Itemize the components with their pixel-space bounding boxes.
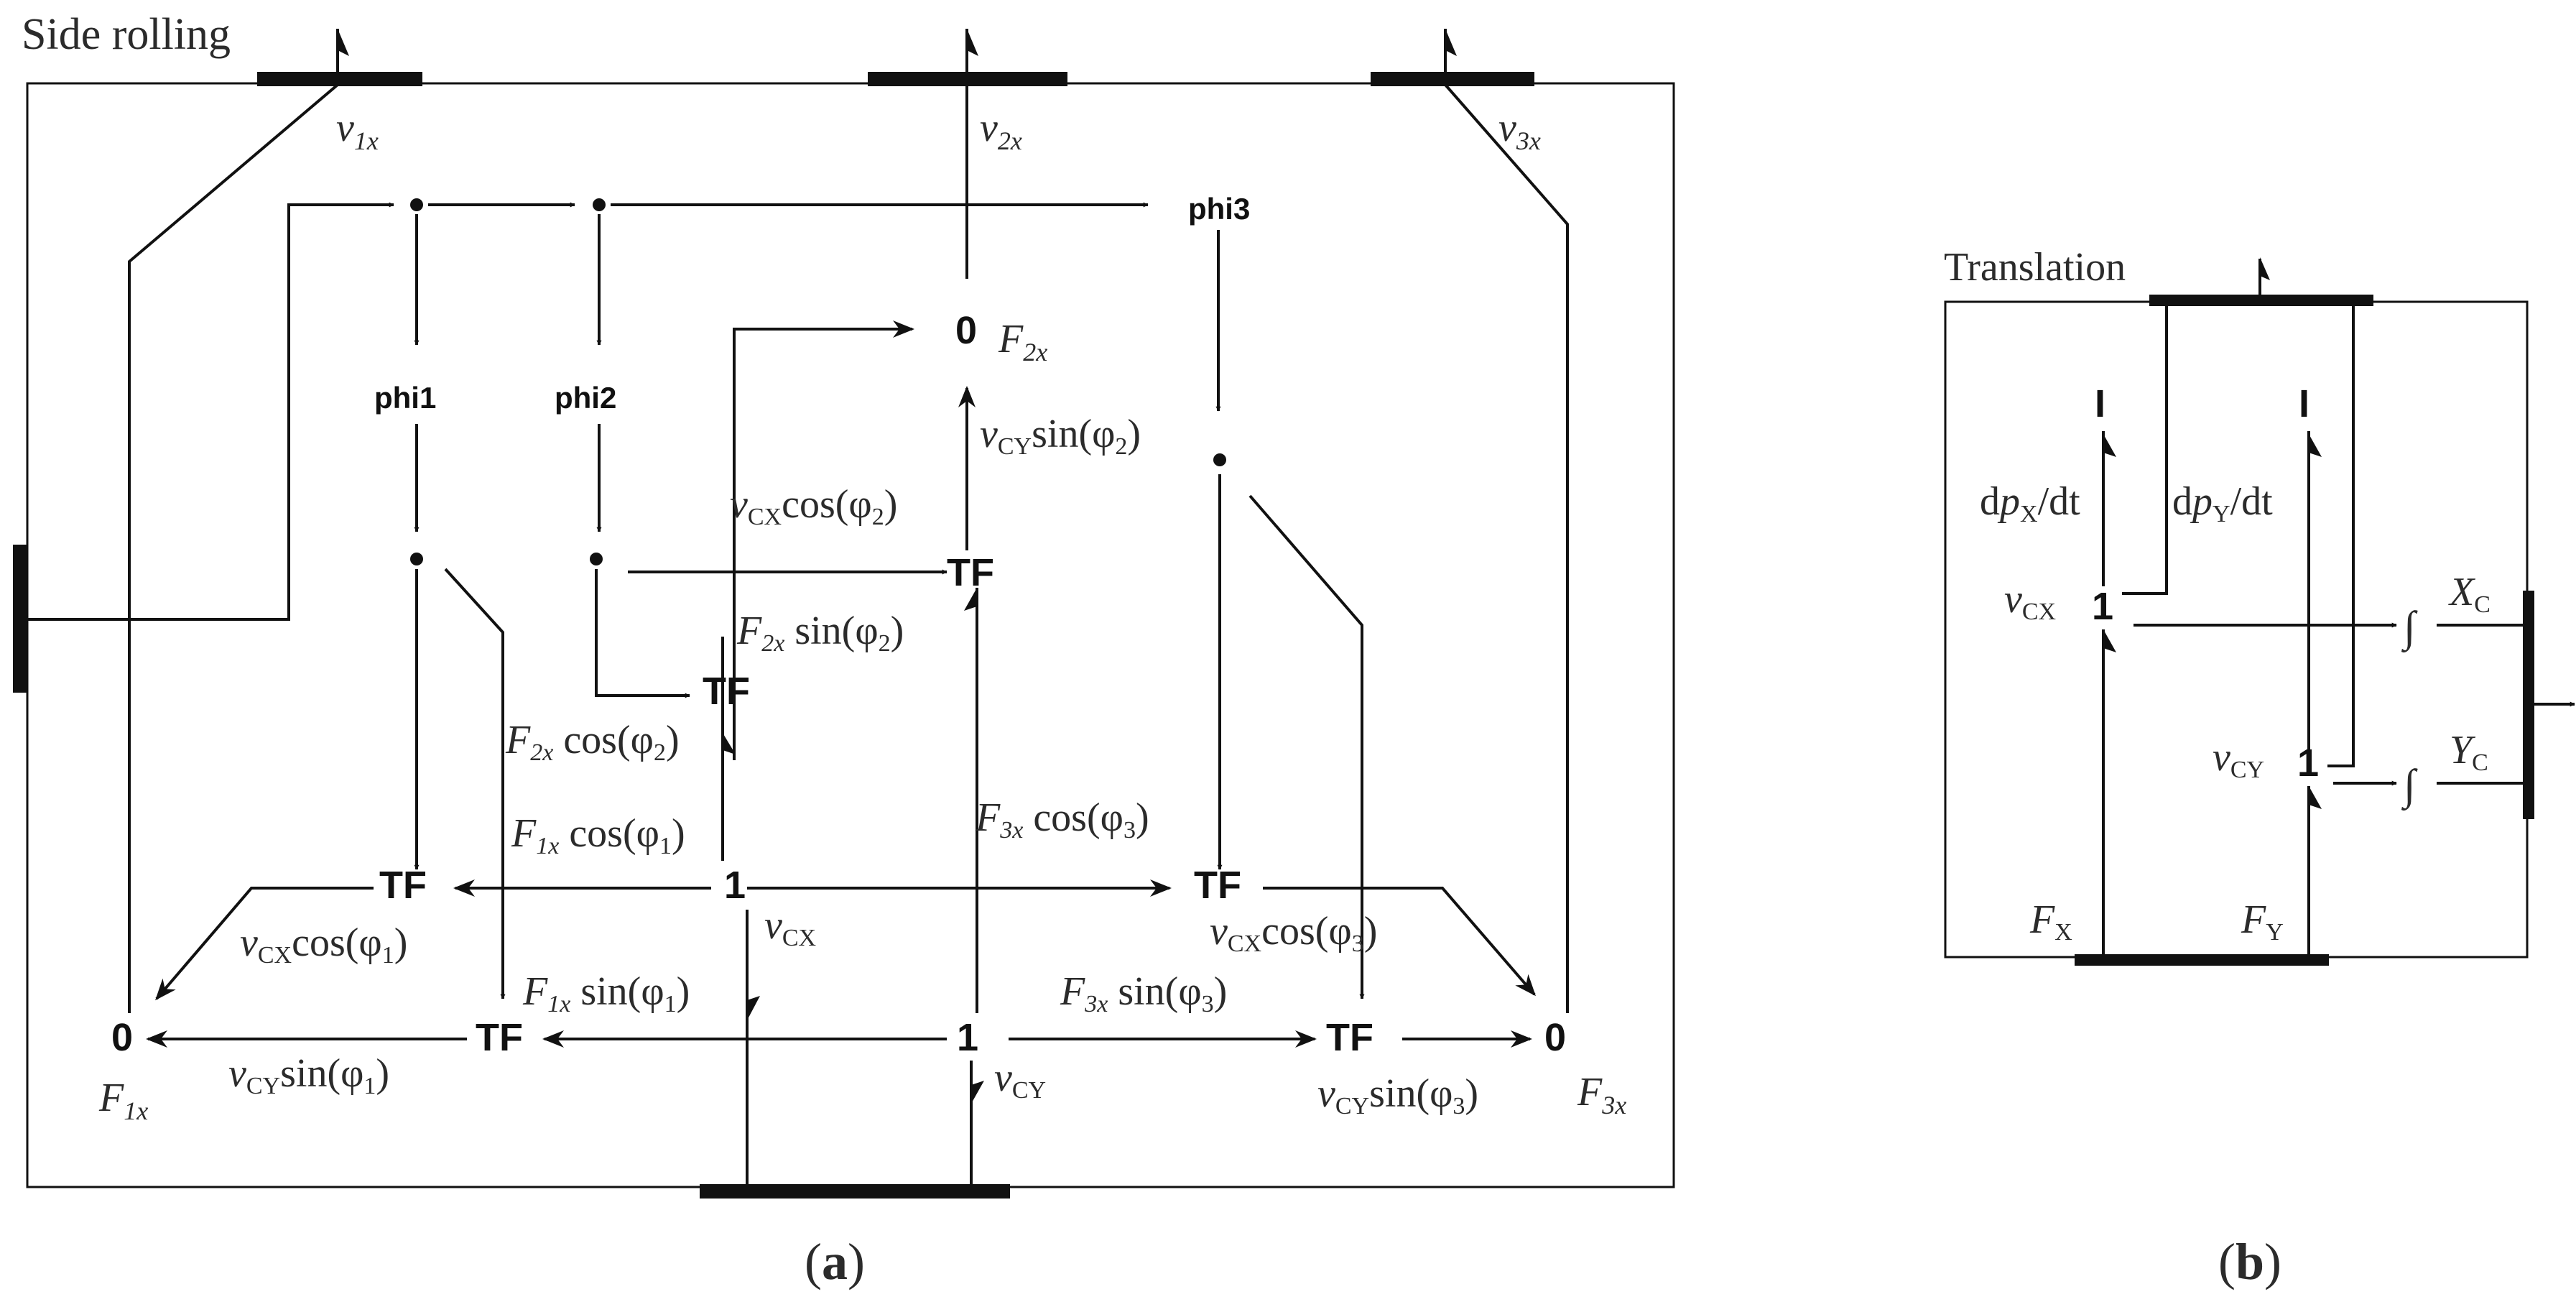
caption-a: (a) xyxy=(805,1233,865,1290)
port-v1x-bar xyxy=(257,72,422,86)
tf-left: TF xyxy=(379,864,427,907)
label-f3x-cos-phi3: F3x cos(φ3) xyxy=(975,795,1149,844)
phi1-block: phi1 xyxy=(374,381,436,415)
port-right-bar-b xyxy=(2523,591,2534,819)
one-junction-vcy: 1 xyxy=(957,1016,978,1059)
svg-text:v2x: v2x xyxy=(980,106,1022,155)
svg-text:v3x: v3x xyxy=(1498,106,1541,155)
zero-junction-f2x: 0 xyxy=(955,309,977,352)
label-yc: YC xyxy=(2450,728,2488,776)
label-dpy-dt: dpY/dt xyxy=(2172,479,2273,527)
inertia-x: I xyxy=(2095,382,2105,425)
integrator-y: ∫ xyxy=(2401,761,2418,811)
tf-right: TF xyxy=(1194,864,1241,907)
port-top-bar-b xyxy=(2149,295,2373,306)
bond-tf-left-to-zero1 xyxy=(155,887,374,1001)
label-vcx-one: vCX xyxy=(764,903,816,951)
caption-b: (b) xyxy=(2218,1233,2281,1290)
panel-b-title: Translation xyxy=(1944,245,2126,290)
label-fx: FX xyxy=(2029,897,2072,946)
label-f2x-sin-phi2: F2x sin(φ2) xyxy=(736,609,904,657)
label-xc: XC xyxy=(2448,570,2491,618)
label-vcx-cos-phi1: vCXcos(φ1) xyxy=(240,920,407,969)
zero-junction-f3x: 0 xyxy=(1544,1016,1566,1059)
tf-bottom-right: TF xyxy=(1326,1016,1373,1059)
phi2-block: phi2 xyxy=(555,381,616,415)
label-v1x: v1x xyxy=(336,106,379,155)
label-f1x: F1x xyxy=(98,1076,148,1125)
label-v2x: v2x xyxy=(980,106,1022,155)
port-v3x-bar xyxy=(1371,72,1534,86)
signal-phi1-to-tf-bottom xyxy=(444,568,506,999)
label-f2x-cos-phi2: F2x cos(φ2) xyxy=(505,718,680,766)
label-vcy-sin-phi3: vCYsin(φ3) xyxy=(1317,1071,1478,1119)
port-bottom-bar xyxy=(700,1184,1010,1199)
label-f1x-sin-phi1: F1x sin(φ1) xyxy=(522,969,690,1017)
label-vcx-cos-phi3: vCXcos(φ3) xyxy=(1210,909,1377,957)
tf-bottom-left: TF xyxy=(476,1016,523,1059)
tf-upper-left: TF xyxy=(703,670,750,713)
zero-junction-f1x: 0 xyxy=(111,1016,133,1059)
bond-tf-upper-left-to-zero2 xyxy=(733,320,914,760)
bond-top-port-to-one-x xyxy=(2122,302,2168,595)
port-left-bar xyxy=(13,545,27,693)
signal-dot-phi1 xyxy=(410,553,423,565)
label-vcx-b: vCX xyxy=(2004,577,2056,625)
label-f3x-sin-phi3: F3x sin(φ3) xyxy=(1060,969,1227,1017)
label-vcy-sin-phi2: vCYsin(φ2) xyxy=(980,412,1141,460)
panel-b: Translation I I 1 1 ∫ ∫ xyxy=(1944,245,2575,1290)
panel-a: Side rolling v1x v2x v3x xyxy=(13,10,1675,1290)
one-junction-vcx: 1 xyxy=(724,864,746,907)
one-junction-x: 1 xyxy=(2092,585,2113,628)
label-f3x: F3x xyxy=(1577,1070,1626,1119)
label-dpx-dt: dpX/dt xyxy=(1980,479,2080,527)
label-vcy-one: vCY xyxy=(994,1056,1046,1104)
translation-frame xyxy=(1944,300,2529,959)
signal-dot-phi2 xyxy=(590,553,603,565)
bond-v3x-to-zero3 xyxy=(1444,83,1569,1013)
one-junction-y: 1 xyxy=(2297,742,2319,785)
signal-dot-phi3 xyxy=(1213,453,1226,466)
signal-dot-1 xyxy=(410,198,423,211)
signal-dot-2 xyxy=(593,198,606,211)
label-vcy-sin-phi1: vCYsin(φ1) xyxy=(228,1051,389,1099)
phi3-block: phi3 xyxy=(1188,192,1250,226)
label-f2x: F2x xyxy=(998,317,1047,366)
label-vcx-cos-phi2: vCXcos(φ2) xyxy=(730,482,897,530)
panel-a-title: Side rolling xyxy=(22,10,231,59)
label-v3x: v3x xyxy=(1498,106,1541,155)
signal-phi3-to-tf-bottom xyxy=(1248,494,1365,999)
label-vcy-b: vCY xyxy=(2213,735,2264,783)
label-fy: FY xyxy=(2241,897,2284,946)
bond-tf-right-to-zero3 xyxy=(1263,887,1536,997)
bond-top-port-to-one-y xyxy=(2327,302,2355,767)
port-bottom-bar-b xyxy=(2075,954,2329,966)
tf-upper-right: TF xyxy=(947,551,994,594)
svg-text:v1x: v1x xyxy=(336,106,379,155)
signal-phi2-to-tf-a xyxy=(595,569,690,698)
label-f1x-cos-phi1: F1x cos(φ1) xyxy=(511,811,685,859)
signal-left-input xyxy=(27,202,394,621)
integrator-x: ∫ xyxy=(2401,603,2418,653)
bond-v1x-to-zero1 xyxy=(128,83,339,1013)
inertia-y: I xyxy=(2299,382,2309,425)
